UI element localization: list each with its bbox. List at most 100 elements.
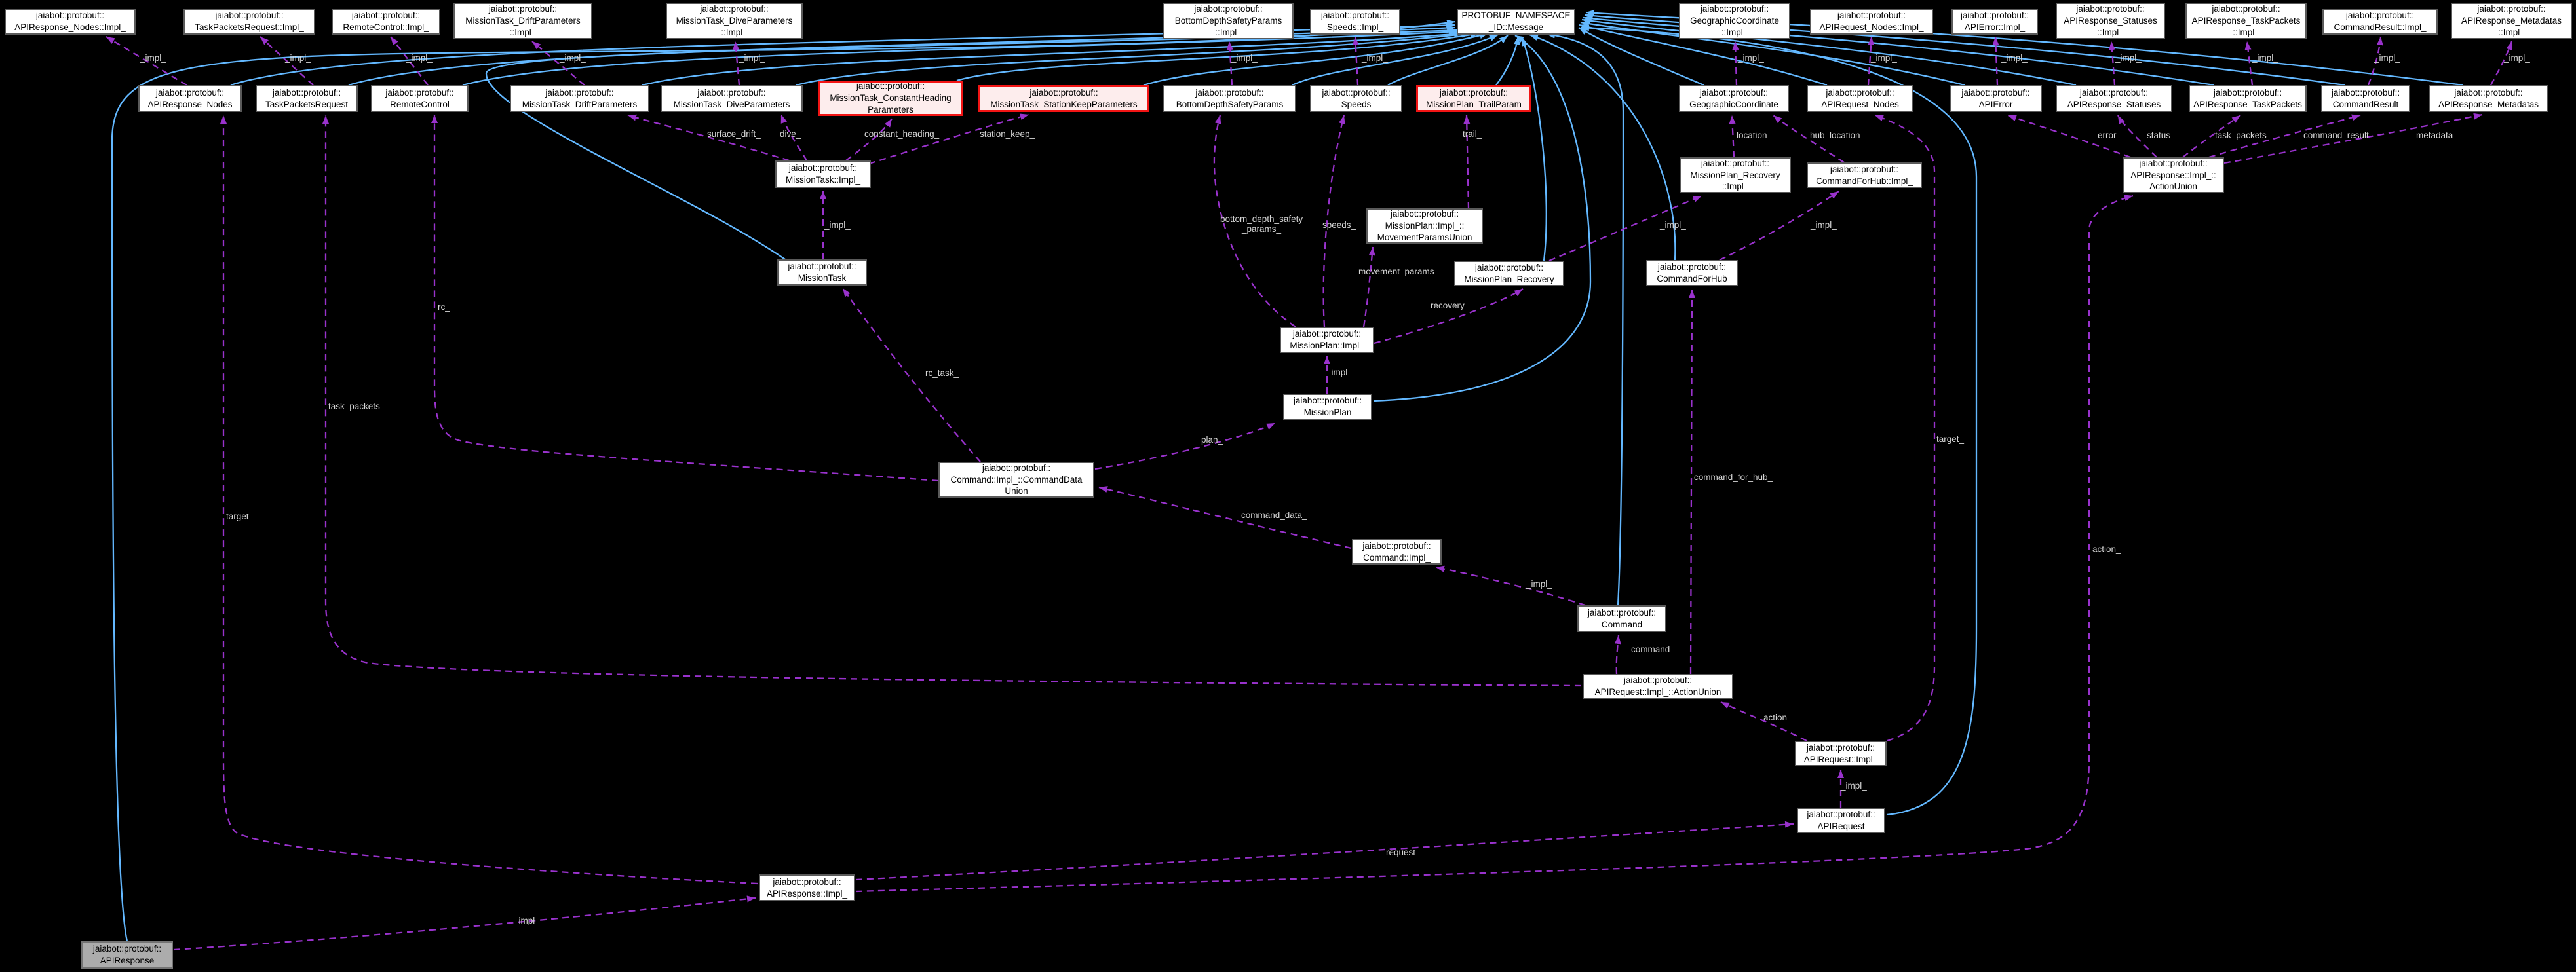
node-missiontask-driftparameters[interactable]: jaiabot::protobuf::MissionTask_DriftPara… xyxy=(510,85,649,112)
edge-apirequest-actionunion-to-commandforhub xyxy=(1688,289,1695,675)
node-commandresult-impl[interactable]: jaiabot::protobuf::CommandResult::Impl_ xyxy=(2322,9,2438,35)
edge-commandforhub-to-commandforhub-impl xyxy=(1719,191,1839,261)
edge-missionplan-recovery-to-protobuf-message xyxy=(1521,37,1547,261)
node-command[interactable]: jaiabot::protobuf::Command xyxy=(1577,605,1666,632)
node-label-line: MissionTask::Impl_ xyxy=(785,175,861,185)
node-missiontask-constantheadingparameters[interactable]: jaiabot::protobuf::MissionTask_ConstantH… xyxy=(818,81,963,116)
node-label-line: jaiabot::protobuf:: xyxy=(1195,87,1264,98)
node-label-line: APIRequest::Impl_ xyxy=(1803,754,1878,764)
node-missionplan-recovery-impl[interactable]: jaiabot::protobuf::MissionPlan_Recovery:… xyxy=(1680,157,1791,193)
node-apiresponse-taskpackets[interactable]: jaiabot::protobuf::APIResponse_TaskPacke… xyxy=(2189,85,2307,112)
node-missiontask-diveparameters[interactable]: jaiabot::protobuf::MissionTask_DiveParam… xyxy=(661,85,803,112)
edge-apiresponse-to-protobuf-message xyxy=(111,19,1456,942)
edge-missionplan-impl-to-bottomdepthsafetyparams xyxy=(1213,115,1296,327)
node-movementparamsunion[interactable]: jaiabot::protobuf::MissionPlan::Impl_::M… xyxy=(1366,208,1483,244)
node-remotecontrol-impl[interactable]: jaiabot::protobuf::RemoteControl::Impl_ xyxy=(332,9,440,35)
node-geographiccoordinate-impl[interactable]: jaiabot::protobuf::GeographicCoordinate:… xyxy=(1679,3,1790,39)
node-apiresponse-nodes-impl[interactable]: jaiabot::protobuf::APIResponse_Nodes::Im… xyxy=(5,9,136,35)
edge-label-speeds_: speeds_ xyxy=(1322,220,1356,230)
edge-label-task_packets_: task_packets_ xyxy=(328,402,385,411)
node-apirequest-nodes-impl[interactable]: jaiabot::protobuf::APIRequest_Nodes::Imp… xyxy=(1810,9,1933,35)
node-apierror-impl[interactable]: jaiabot::protobuf::APIError::Impl_ xyxy=(1951,9,2038,35)
node-apiresponse-metadatas[interactable]: jaiabot::protobuf::APIResponse_Metadatas xyxy=(2429,85,2548,112)
node-label-line: APIResponse_Metadatas xyxy=(2438,99,2539,109)
node-geographiccoordinate[interactable]: jaiabot::protobuf::GeographicCoordinate xyxy=(1679,85,1789,112)
node-bottomdepthsafetyparams[interactable]: jaiabot::protobuf::BottomDepthSafetyPara… xyxy=(1163,85,1296,112)
node-apierror[interactable]: jaiabot::protobuf::APIError xyxy=(1950,85,2042,112)
node-commanddataunion[interactable]: jaiabot::protobuf::Command::Impl_::Comma… xyxy=(938,462,1094,498)
edge-missionplan-recovery-to-missionplan-recovery-impl xyxy=(1548,195,1702,262)
node-label-line: ActionUnion xyxy=(2149,181,2197,192)
node-label-line: jaiabot::protobuf:: xyxy=(488,4,558,14)
node-missionplan-impl[interactable]: jaiabot::protobuf::MissionPlan::Impl_ xyxy=(1280,327,1374,353)
node-label-line: MissionPlan_TrailParam xyxy=(1426,99,1522,109)
node-apiresponse-metadatas-impl[interactable]: jaiabot::protobuf::APIResponse_Metadatas… xyxy=(2451,3,2572,39)
node-label-line: jaiabot::protobuf:: xyxy=(1826,87,1894,98)
node-missiontask-impl[interactable]: jaiabot::protobuf::MissionTask::Impl_ xyxy=(775,160,871,188)
edge-label-command_: command_ xyxy=(1631,645,1675,654)
node-apiresponse-actionunion[interactable]: jaiabot::protobuf::APIResponse::Impl_::A… xyxy=(2123,157,2224,193)
node-speeds[interactable]: jaiabot::protobuf::Speeds xyxy=(1310,85,1402,112)
node-label-line: jaiabot::protobuf:: xyxy=(2076,4,2145,14)
edge-commanddataunion-to-remotecontrol xyxy=(431,115,939,482)
edge-label-dive_: dive_ xyxy=(780,129,801,139)
node-protobuf-message[interactable]: PROTOBUF_NAMESPACE_ID::Message xyxy=(1457,9,1575,35)
edge-label-_impl_: _impl_ xyxy=(1326,367,1353,377)
node-bottomdepthsafetyparams-impl[interactable]: jaiabot::protobuf::BottomDepthSafetyPara… xyxy=(1163,3,1294,39)
node-label-line: MissionTask_DriftParameters xyxy=(522,99,638,109)
edge-bottomdepthsafetyparams-to-bottomdepthsafetyparams-impl xyxy=(1226,41,1233,86)
node-label-line: MissionTask_DiveParameters xyxy=(676,16,793,26)
node-apiresponse-statuses-impl[interactable]: jaiabot::protobuf::APIResponse_Statuses:… xyxy=(2056,3,2165,39)
edge-commanddataunion-to-missionplan xyxy=(1094,422,1276,470)
node-command-impl[interactable]: jaiabot::protobuf::Command::Impl_ xyxy=(1352,539,1442,565)
edge-label-_impl_: _impl_ xyxy=(285,53,311,63)
node-commandforhub[interactable]: jaiabot::protobuf::CommandForHub xyxy=(1646,260,1738,286)
node-label-line: GeographicCoordinate xyxy=(1690,16,1779,26)
edge-label-movement_params_: movement_params_ xyxy=(1358,267,1440,276)
node-apirequest[interactable]: jaiabot::protobuf::APIRequest xyxy=(1797,808,1885,833)
node-label-line: jaiabot::protobuf:: xyxy=(1960,10,2029,21)
node-apirequest-impl[interactable]: jaiabot::protobuf::APIRequest::Impl_ xyxy=(1795,741,1887,766)
node-commandresult[interactable]: jaiabot::protobuf::CommandResult xyxy=(2321,85,2410,112)
node-apirequest-actionunion[interactable]: jaiabot::protobuf::APIRequest::Impl_::Ac… xyxy=(1583,674,1733,699)
node-commandforhub-impl[interactable]: jaiabot::protobuf::CommandForHub::Impl_ xyxy=(1807,162,1922,188)
edge-label-command_data_: command_data_ xyxy=(1241,510,1307,520)
node-missiontask[interactable]: jaiabot::protobuf::MissionTask xyxy=(777,259,867,286)
node-missionplan-trailparam[interactable]: jaiabot::protobuf::MissionPlan_TrailPara… xyxy=(1416,85,1531,112)
edge-label-_impl_: _impl_ xyxy=(1362,53,1388,63)
node-taskpacketsrequest-impl[interactable]: jaiabot::protobuf::TaskPacketsRequest::I… xyxy=(183,9,315,35)
node-remotecontrol[interactable]: jaiabot::protobuf::RemoteControl xyxy=(371,85,469,112)
node-apiresponse-nodes[interactable]: jaiabot::protobuf::APIResponse_Nodes xyxy=(138,85,242,112)
edge-label-_impl_: _impl_ xyxy=(514,916,540,925)
edge-commandresult-to-commandresult-impl xyxy=(2367,36,2383,86)
node-label-line: APIResponse_Nodes xyxy=(147,99,233,109)
edge-label-action_: action_ xyxy=(2092,544,2121,554)
node-label-line: APIRequest xyxy=(1817,821,1865,831)
node-speeds-impl[interactable]: jaiabot::protobuf::Speeds::Impl_ xyxy=(1310,9,1400,35)
node-apiresponse-taskpackets-impl[interactable]: jaiabot::protobuf::APIResponse_TaskPacke… xyxy=(2185,3,2307,39)
edge-missiontask-impl-to-missiontask-constantheadingparameters xyxy=(845,118,893,161)
node-missiontask-driftparameters-impl[interactable]: jaiabot::protobuf::MissionTask_DriftPara… xyxy=(453,3,592,39)
node-label-line: jaiabot::protobuf:: xyxy=(982,462,1051,473)
node-label-line: MissionPlan_Recovery xyxy=(1690,170,1780,180)
edge-label-station_keep_: station_keep_ xyxy=(980,129,1035,139)
edge-remotecontrol-to-remotecontrol-impl xyxy=(390,36,429,86)
node-taskpacketsrequest[interactable]: jaiabot::protobuf::TaskPacketsRequest xyxy=(256,85,358,112)
node-missionplan[interactable]: jaiabot::protobuf::MissionPlan xyxy=(1283,394,1372,420)
edge-missiontask-diveparameters-to-missiontask-diveparameters-impl xyxy=(733,41,740,86)
node-missionplan-recovery[interactable]: jaiabot::protobuf::MissionPlan_Recovery xyxy=(1454,261,1564,286)
edge-label-rc_task_: rc_task_ xyxy=(925,368,959,378)
node-label-line: jaiabot::protobuf:: xyxy=(788,163,858,174)
node-missiontask-stationkeepparameters[interactable]: jaiabot::protobuf::MissionTask_StationKe… xyxy=(978,85,1149,112)
edge-label-_impl_: _impl_ xyxy=(2001,53,2028,63)
node-apiresponse[interactable]: jaiabot::protobuf::APIResponse xyxy=(81,941,173,969)
node-label-line: jaiabot::protobuf:: xyxy=(2139,158,2208,168)
node-label-line: MissionTask_DriftParameters xyxy=(465,16,581,26)
node-apiresponse-statuses[interactable]: jaiabot::protobuf::APIResponse_Statuses xyxy=(2056,85,2172,112)
node-apiresponse-impl[interactable]: jaiabot::protobuf::APIResponse::Impl_ xyxy=(759,874,855,901)
node-apirequest-nodes[interactable]: jaiabot::protobuf::APIRequest_Nodes xyxy=(1807,85,1913,112)
edge-label-_impl_: _impl_ xyxy=(2504,53,2530,63)
node-missiontask-diveparameters-impl[interactable]: jaiabot::protobuf::MissionTask_DiveParam… xyxy=(666,3,803,39)
node-label-line: jaiabot::protobuf:: xyxy=(2454,87,2523,98)
edge-missionplan-recovery-impl-to-geographiccoordinate xyxy=(1729,115,1736,158)
